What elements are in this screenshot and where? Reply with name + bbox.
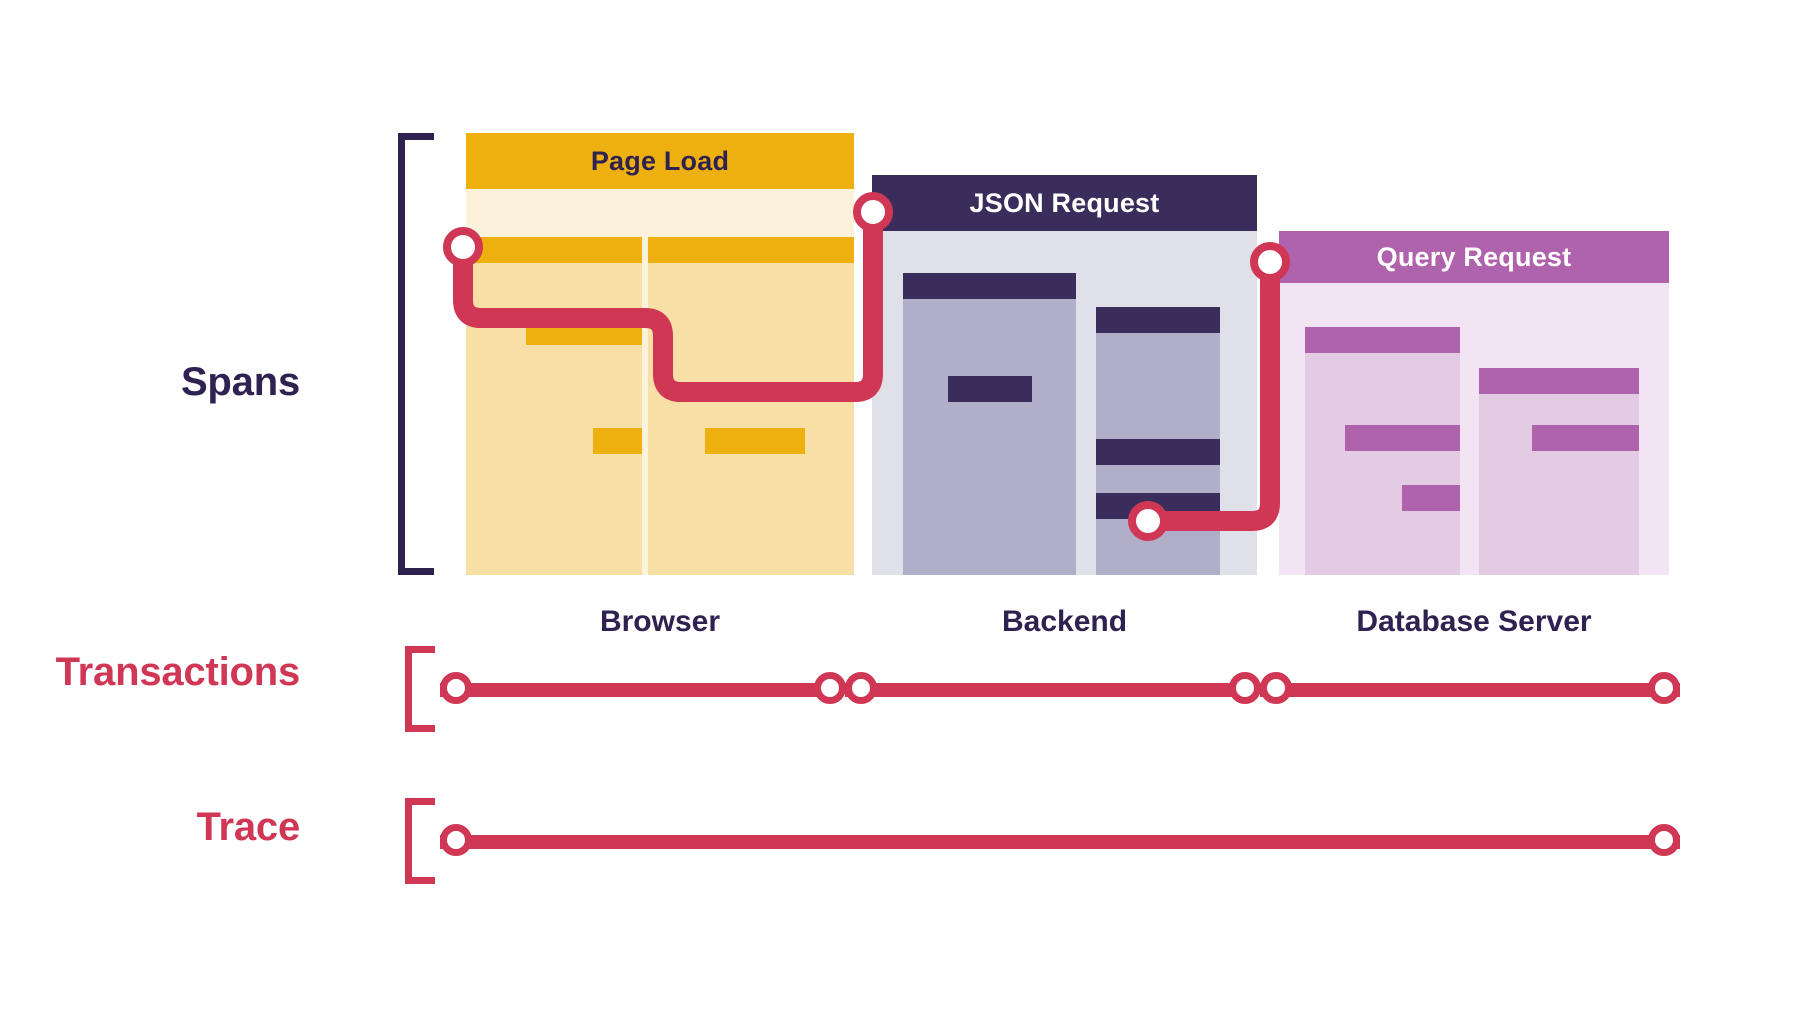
transaction-node-database-start[interactable]	[1260, 672, 1292, 704]
span-backend-1-cap	[903, 273, 1076, 299]
span-database-5-cap	[1402, 485, 1460, 511]
bracket-transactions-top	[405, 646, 435, 653]
service-group-database[interactable]: Query Request	[1279, 231, 1669, 575]
span-stack-database	[1279, 283, 1669, 575]
group-header-browser: Page Load	[466, 133, 854, 189]
bracket-trace-bottom	[405, 877, 435, 884]
transaction-segment-browser	[440, 683, 830, 697]
bracket-spans-bottom	[398, 568, 434, 575]
span-browser-2-cap	[648, 237, 854, 263]
bracket-transactions-bottom	[405, 725, 435, 732]
transaction-node-browser-end[interactable]	[814, 672, 846, 704]
transaction-node-browser-start[interactable]	[440, 672, 472, 704]
group-header-database: Query Request	[1279, 231, 1669, 283]
span-backend-2-cap	[948, 376, 1032, 402]
span-database-5[interactable]	[1402, 485, 1460, 575]
bracket-spans-vertical	[398, 133, 405, 575]
span-stack-browser	[466, 189, 854, 575]
service-axis-label-browser: Browser	[599, 605, 721, 638]
span-backend-2[interactable]	[948, 376, 1032, 575]
service-group-browser[interactable]: Page Load	[466, 133, 854, 575]
span-browser-4-cap	[593, 428, 642, 454]
trace-segment-full	[440, 835, 1680, 849]
service-group-backend[interactable]: JSON Request	[872, 175, 1257, 575]
transaction-segment-backend	[845, 683, 1245, 697]
bracket-spans-top	[398, 133, 434, 140]
group-header-backend: JSON Request	[872, 175, 1257, 231]
transaction-node-backend-end[interactable]	[1229, 672, 1261, 704]
bracket-trace-top	[405, 798, 435, 805]
transaction-node-database-end[interactable]	[1648, 672, 1680, 704]
span-stack-backend	[872, 231, 1257, 575]
span-database-4[interactable]	[1532, 425, 1639, 575]
span-database-4-cap	[1532, 425, 1639, 451]
transaction-node-backend-start[interactable]	[845, 672, 877, 704]
timeline-transactions[interactable]	[440, 672, 1680, 708]
bracket-transactions-vertical	[405, 646, 412, 732]
service-axis-label-backend: Backend	[1001, 605, 1128, 638]
service-axis-label-database: Database Server	[1356, 605, 1592, 638]
span-browser-1-cap	[466, 237, 642, 263]
group-header-label-database: Query Request	[1376, 241, 1572, 272]
row-label-trace: Trace	[196, 805, 300, 849]
bracket-spans	[398, 133, 434, 575]
trace-node-start[interactable]	[440, 824, 472, 856]
span-database-3-cap	[1345, 425, 1460, 451]
span-backend-5[interactable]	[1096, 493, 1220, 575]
trace-node-end[interactable]	[1648, 824, 1680, 856]
span-backend-5-cap	[1096, 493, 1220, 519]
span-database-2-cap	[1479, 368, 1639, 394]
bracket-trace-vertical	[405, 798, 412, 884]
span-database-1-cap	[1305, 327, 1460, 353]
row-label-transactions: Transactions	[55, 650, 301, 694]
transaction-segment-database	[1260, 683, 1680, 697]
bracket-transactions	[405, 646, 435, 732]
span-backend-3-cap	[1096, 307, 1220, 333]
group-header-label-browser: Page Load	[590, 145, 730, 176]
span-browser-5[interactable]	[705, 428, 805, 575]
group-header-label-backend: JSON Request	[969, 187, 1160, 218]
bracket-trace	[405, 798, 435, 884]
span-browser-5-cap	[705, 428, 805, 454]
span-browser-3-cap	[526, 319, 642, 345]
row-label-spans: Spans	[180, 360, 300, 404]
span-browser-4[interactable]	[593, 428, 642, 575]
span-backend-4-cap	[1096, 439, 1220, 465]
timeline-trace[interactable]	[440, 824, 1680, 860]
